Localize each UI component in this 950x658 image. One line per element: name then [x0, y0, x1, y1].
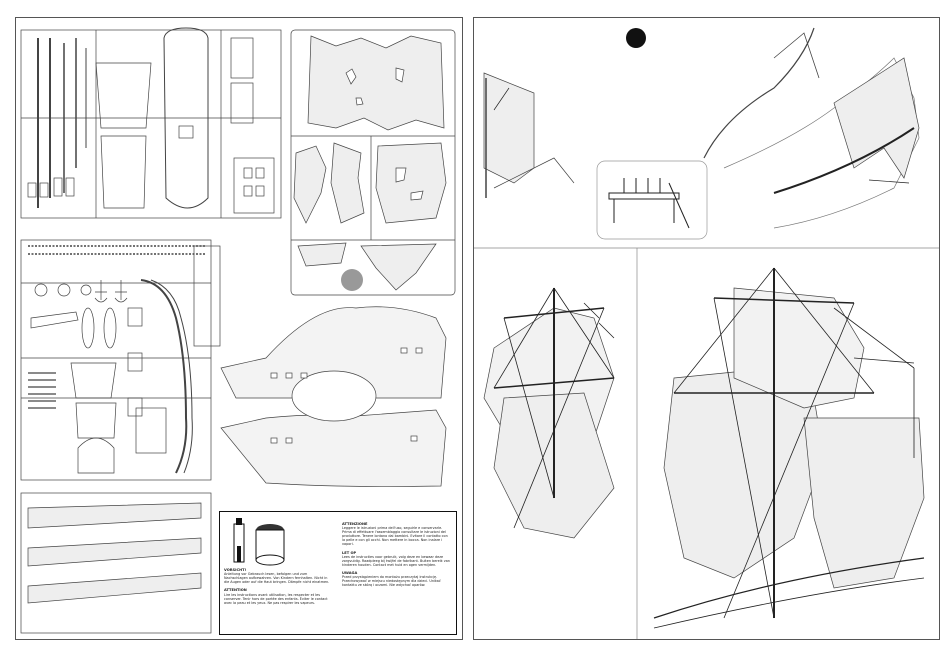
warning-heading-de: VORSICHT!: [224, 568, 247, 572]
warning-body-pl: Przed przystąpieniem do montażu przeczyt…: [342, 575, 441, 588]
safety-warning-box: VORSICHT! Anleitung vor Gebrauch lesen, …: [219, 511, 457, 635]
assembly-steps-page: [473, 17, 940, 640]
warning-body-fr: Lire les instructions avant utilisation,…: [224, 592, 328, 605]
sprue-frame-c: [20, 239, 212, 481]
warning-body-it: Leggere le istruzioni prima dell'uso, se…: [342, 526, 448, 547]
step-number-marker: [626, 28, 646, 48]
warning-body-nl: Lees de instructies voor gebruik, volg d…: [342, 554, 450, 567]
parts-sprues-drawing: [20, 27, 456, 634]
detail-inset-frame: [596, 160, 708, 240]
warning-body-de: Anleitung vor Gebrauch lesen, befolgen u…: [224, 572, 330, 585]
warning-heading-it: ATTENZIONE: [342, 522, 368, 526]
sprue-frame-d: [20, 492, 212, 634]
warning-heading-nl: LET OP: [342, 550, 357, 555]
warning-heading-fr: ATTENTION: [224, 588, 247, 593]
warning-heading-pl: UWAGA: [342, 571, 358, 576]
glue-and-paint-icon: [233, 518, 285, 566]
assembly-drawing: [474, 27, 939, 639]
sprue-frame-b: [290, 29, 456, 296]
sprue-frame-a: [20, 29, 282, 219]
step-marker-grey: [341, 269, 363, 291]
hull-half-bottom: [220, 409, 447, 487]
